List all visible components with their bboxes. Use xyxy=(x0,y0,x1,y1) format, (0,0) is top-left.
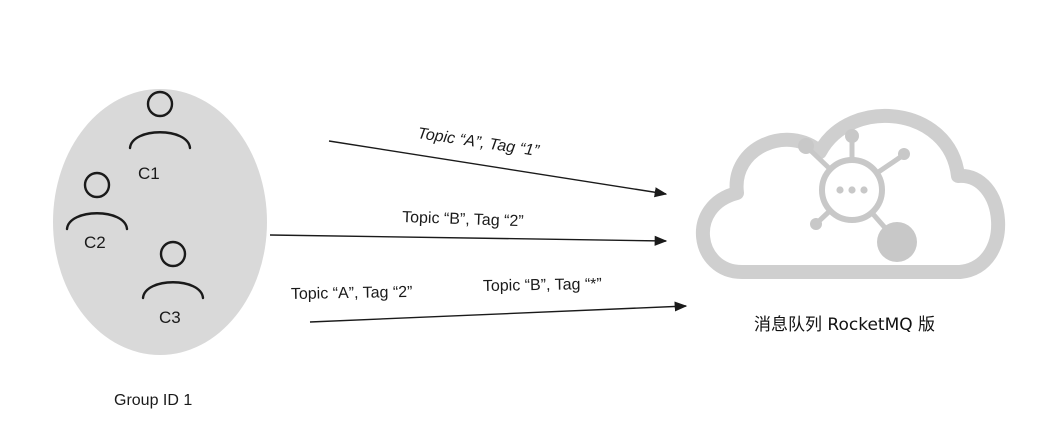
consumer-label: C2 xyxy=(84,233,106,252)
subscription-arrows xyxy=(269,140,688,323)
group-ellipse xyxy=(53,89,267,355)
consumer-label: C3 xyxy=(159,308,181,327)
consumer-c2: C2 xyxy=(65,171,129,252)
arrow-line xyxy=(328,140,668,198)
hub-node xyxy=(810,218,822,230)
service-label: 消息队列 RocketMQ 版 xyxy=(754,315,935,335)
group-label: Group ID 1 xyxy=(114,392,192,409)
subscription-label: Topic “B”, Tag “*” xyxy=(483,276,602,295)
hub-node xyxy=(877,222,917,262)
subscription-label: Topic “A”, Tag “1” xyxy=(416,125,540,160)
person-icon xyxy=(65,171,129,231)
hub-node xyxy=(845,129,859,143)
person-icon xyxy=(128,90,192,150)
consumer-c3: C3 xyxy=(141,240,205,327)
arrow-line xyxy=(269,234,668,246)
arrow-line xyxy=(309,301,688,323)
hub-node xyxy=(898,148,910,160)
consumer-label: C1 xyxy=(138,164,160,183)
subscription-label: Topic “B”, Tag “2” xyxy=(402,209,524,230)
subscription-label: Topic “A”, Tag “2” xyxy=(291,284,413,303)
consumer-c1: C1 xyxy=(128,90,192,183)
consumer-group: C1 C2 C3 xyxy=(53,89,267,355)
person-icon xyxy=(141,240,205,300)
hub-node xyxy=(798,138,814,154)
cloud-hub-icon xyxy=(695,108,1006,279)
